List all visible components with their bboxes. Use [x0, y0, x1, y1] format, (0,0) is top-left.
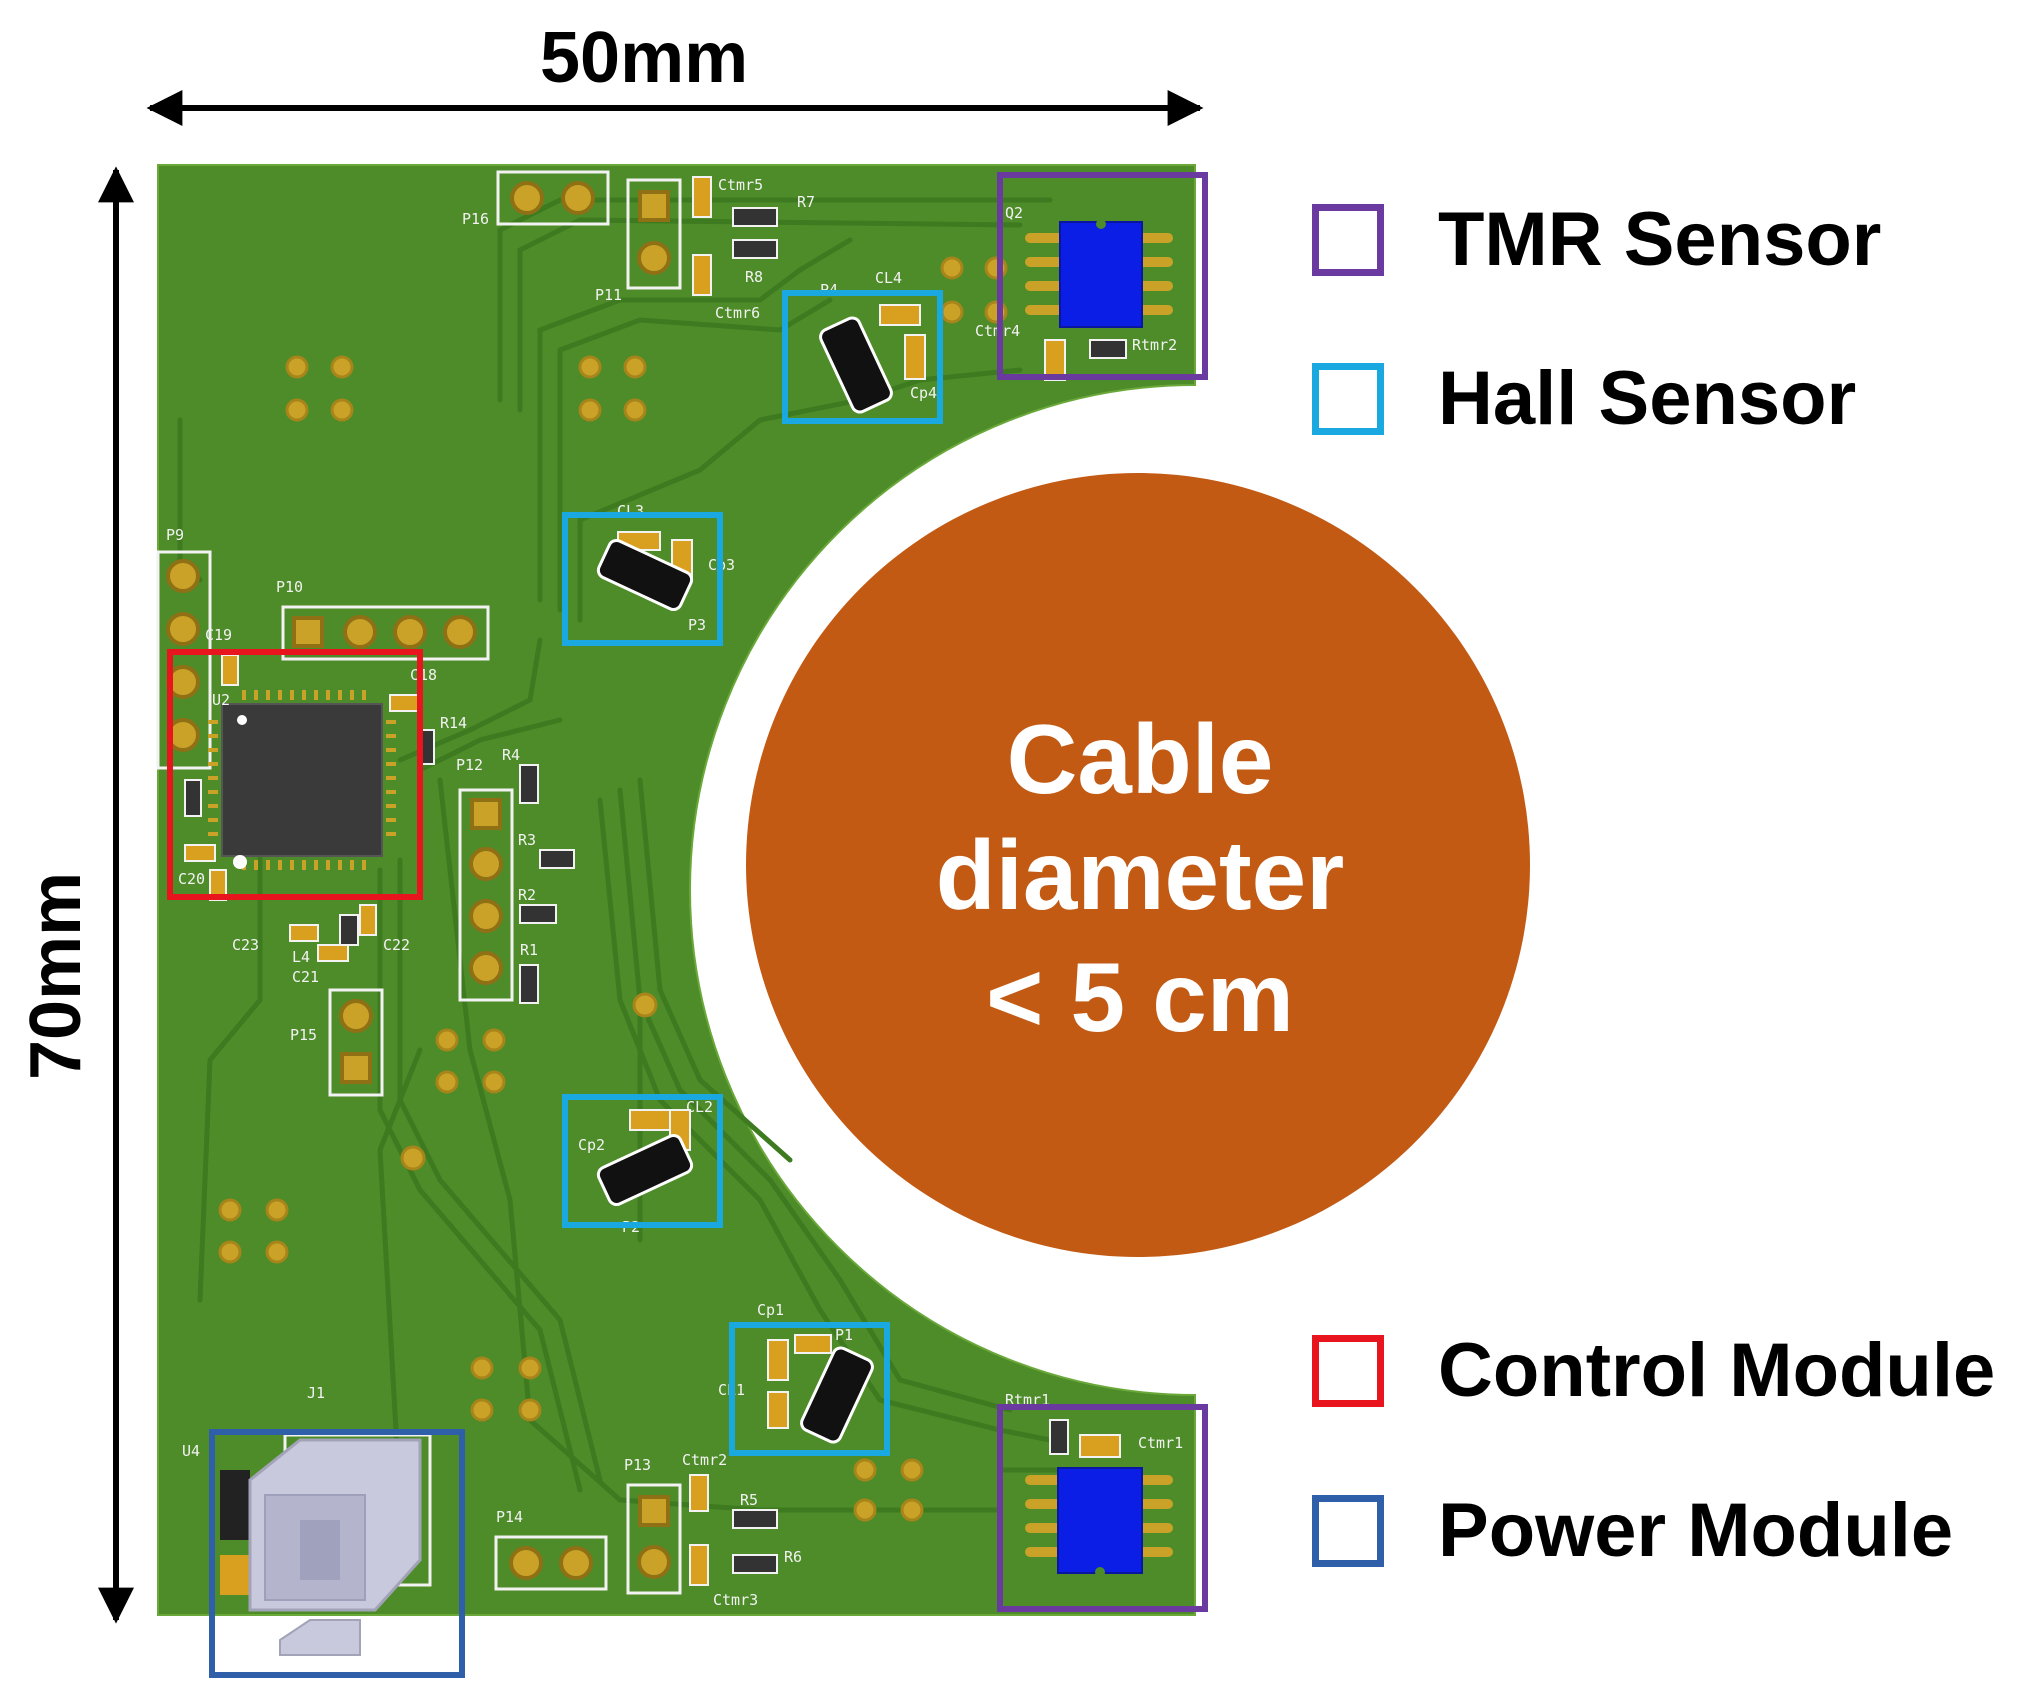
- label-r1: R1: [520, 941, 538, 959]
- label-rtmr2: Rtmr2: [1132, 336, 1177, 354]
- cable-label-line1: Cable: [1006, 704, 1274, 814]
- label-cp2: Cp2: [578, 1136, 605, 1154]
- smd-passives: [184, 176, 1127, 1586]
- label-c21: C21: [292, 968, 319, 986]
- legend-swatch-power: [1312, 1494, 1384, 1567]
- label-p13: P13: [624, 1456, 651, 1474]
- legend-label-tmr: TMR Sensor: [1438, 197, 1882, 282]
- label-p14: P14: [496, 1508, 523, 1526]
- width-dimension-label: 50mm: [540, 18, 749, 98]
- label-r5: R5: [740, 1491, 758, 1509]
- pin-headers: [156, 170, 682, 1595]
- label-p12: P12: [456, 756, 483, 774]
- label-r8: R8: [745, 268, 763, 286]
- label-l4: L4: [292, 948, 310, 966]
- label-p1: P1: [835, 1326, 853, 1344]
- legend-item-control: Control Module: [1312, 1327, 1995, 1414]
- legend-label-hall: Hall Sensor: [1438, 356, 1857, 441]
- label-r4: R4: [502, 746, 520, 764]
- label-c19: C19: [205, 626, 232, 644]
- hall-box-4: [729, 1322, 890, 1456]
- label-c23: C23: [232, 936, 259, 954]
- legend-item-tmr: TMR Sensor: [1312, 196, 1881, 283]
- via-pads: [218, 256, 1008, 1522]
- cable-cross-section: [746, 473, 1530, 1257]
- label-cl2: CL2: [686, 1098, 713, 1116]
- tmr-sensor-chips: [1025, 219, 1173, 1577]
- label-r6: R6: [784, 1548, 802, 1566]
- label-c20: C20: [178, 870, 205, 888]
- label-r2: R2: [518, 886, 536, 904]
- legend-swatch-control: [1312, 1334, 1384, 1407]
- label-c18: C18: [410, 666, 437, 684]
- label-r14: R14: [440, 714, 467, 732]
- label-cl4: CL4: [875, 269, 902, 287]
- label-q2: Q2: [1005, 204, 1023, 222]
- label-ctmr2: Ctmr2: [682, 1451, 727, 1469]
- label-p10: P10: [276, 578, 303, 596]
- legend-item-hall: Hall Sensor: [1312, 355, 1856, 442]
- label-p3: P3: [688, 616, 706, 634]
- hall-sensor-chips: [596, 316, 893, 1444]
- microcontroller-u2: [208, 690, 396, 870]
- legend-label-control: Control Module: [1438, 1328, 1996, 1413]
- label-ctmr6: Ctmr6: [715, 304, 760, 322]
- label-j1: J1: [307, 1384, 325, 1402]
- label-p11: P11: [595, 286, 622, 304]
- power-connector-j1: [220, 1433, 432, 1656]
- label-ctmr3: Ctmr3: [713, 1591, 758, 1609]
- tmr-box-top: [997, 172, 1208, 380]
- label-r7: R7: [797, 193, 815, 211]
- hall-box-2: [562, 512, 723, 646]
- label-p16: P16: [462, 210, 489, 228]
- cable-label-line2: diameter: [935, 820, 1345, 930]
- pcb-board: [157, 164, 1196, 1616]
- label-cp4: Cp4: [910, 384, 937, 402]
- control-module-box: [167, 649, 423, 900]
- legend-swatch-hall: [1312, 362, 1384, 435]
- label-p15: P15: [290, 1026, 317, 1044]
- highlight-boxes: [167, 172, 1208, 1678]
- cable-label-line3: < 5 cm: [986, 942, 1294, 1052]
- legend-label-power: Power Module: [1438, 1488, 1954, 1573]
- label-c22: C22: [383, 936, 410, 954]
- label-ctmr5: Ctmr5: [718, 176, 763, 194]
- label-u4: U4: [182, 1442, 200, 1460]
- tmr-box-bottom: [997, 1404, 1208, 1612]
- legend-swatch-tmr: [1312, 203, 1384, 276]
- label-p9: P9: [166, 526, 184, 544]
- legend-item-power: Power Module: [1312, 1487, 1953, 1574]
- hall-box-3: [562, 1094, 723, 1228]
- label-ctmr1: Ctmr1: [1138, 1434, 1183, 1452]
- label-r3: R3: [518, 831, 536, 849]
- label-u2: U2: [212, 691, 230, 709]
- power-module-box: [209, 1429, 465, 1678]
- label-cp1: Cp1: [757, 1301, 784, 1319]
- hall-box-1: [782, 290, 943, 424]
